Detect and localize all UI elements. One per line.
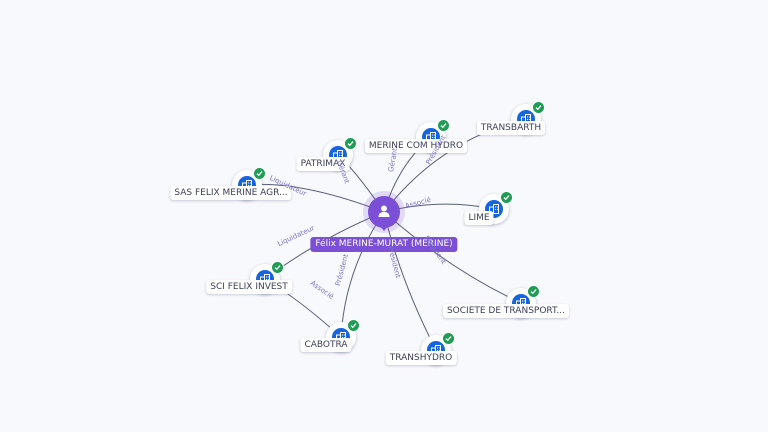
edge-transhydro bbox=[383, 211, 437, 351]
person-node-pointer bbox=[379, 225, 389, 231]
verified-check-icon bbox=[271, 261, 284, 274]
edge-cabotra bbox=[340, 211, 385, 338]
person-icon bbox=[378, 205, 390, 217]
company-label-sci-felix[interactable]: SCI FELIX INVEST bbox=[206, 280, 292, 294]
company-label-sas-felix[interactable]: SAS FELIX MERINE AGR... bbox=[170, 186, 292, 200]
company-label-lime[interactable]: LIME bbox=[464, 211, 494, 225]
company-label-cabotra[interactable]: CABOTRA bbox=[300, 338, 352, 352]
verified-check-icon bbox=[437, 119, 450, 132]
verified-check-icon bbox=[347, 319, 360, 332]
person-node[interactable] bbox=[368, 196, 400, 228]
verified-check-icon bbox=[527, 285, 540, 298]
verified-check-icon bbox=[442, 332, 455, 345]
verified-check-icon bbox=[344, 137, 357, 150]
company-label-transhydro[interactable]: TRANSHYDRO bbox=[385, 351, 457, 365]
edge-societe-transport bbox=[383, 211, 522, 304]
company-label-societe-transport[interactable]: SOCIETE DE TRANSPORT... bbox=[442, 304, 570, 318]
verified-check-icon bbox=[500, 191, 513, 204]
company-label-merine-com-hydro[interactable]: MERINE COM HYDRO bbox=[364, 139, 468, 153]
company-label-transbarth[interactable]: TRANSBARTH bbox=[476, 121, 546, 135]
verified-check-icon bbox=[532, 101, 545, 114]
company-label-patrimax[interactable]: PATRIMAX bbox=[296, 157, 350, 171]
person-label[interactable]: Félix MERINE-MURAT (MERINE) bbox=[310, 237, 458, 252]
verified-check-icon bbox=[253, 167, 266, 180]
